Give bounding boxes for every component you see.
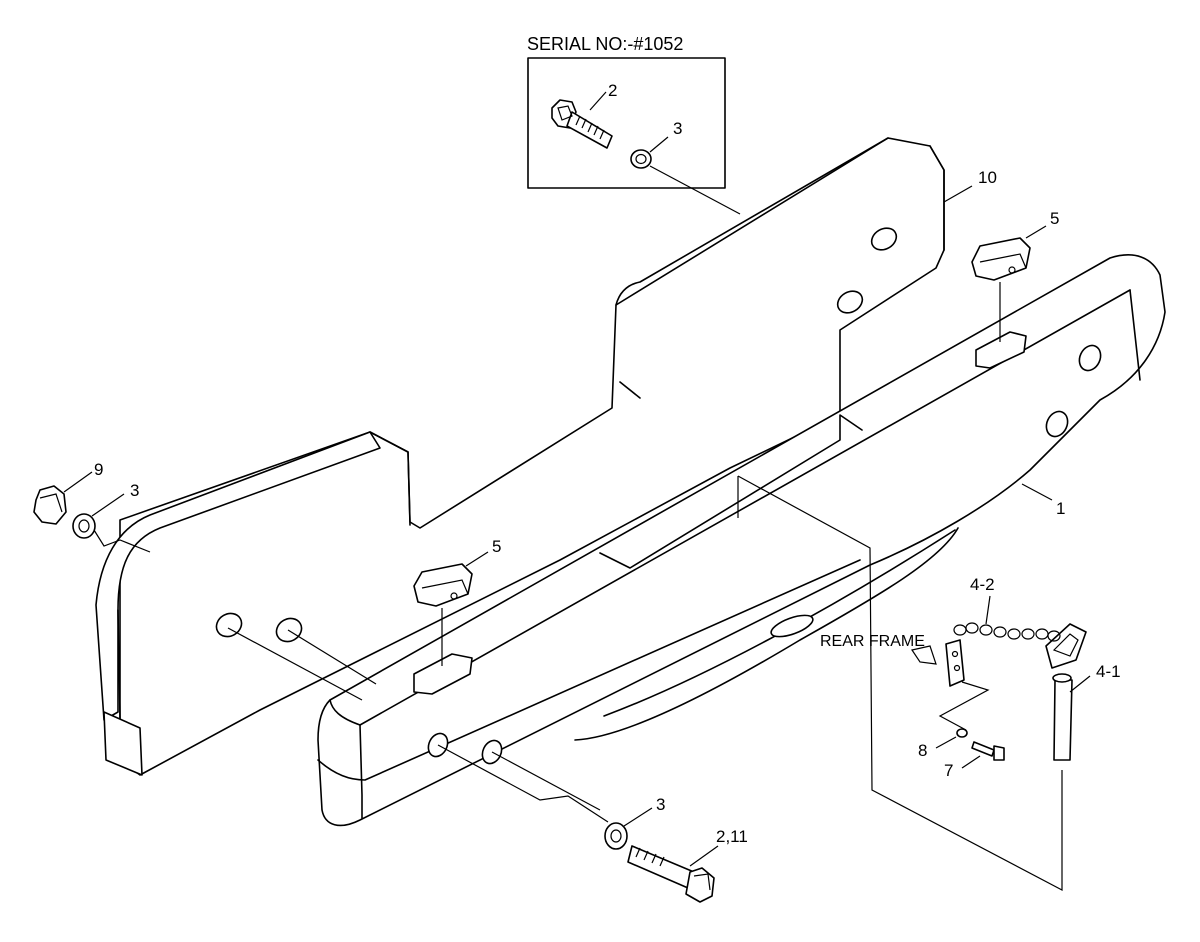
callout-plug-left: 5: [492, 537, 501, 556]
inset-bolt: [551, 99, 613, 149]
callout-bolt-bottom: 2,11: [716, 827, 748, 846]
small-washer: [956, 728, 968, 738]
chain-bracket: [945, 639, 965, 687]
plug-right: [971, 237, 1031, 281]
small-bolt: [971, 741, 1005, 761]
callout-inset-bolt: 2: [608, 81, 617, 100]
callout-small-bolt: 7: [944, 761, 953, 780]
callout-chain: 4-2: [970, 575, 995, 594]
callout-washer-left: 3: [130, 481, 139, 500]
serial-inset-box: [527, 57, 726, 189]
inset-washer: [630, 149, 652, 169]
plug-left: [413, 563, 473, 607]
counterweight: [95, 137, 945, 776]
callout-counterweight: 10: [978, 168, 997, 187]
callout-small-washer: 8: [918, 741, 927, 760]
rear-frame-label: REAR FRAME: [820, 633, 925, 650]
chain: [953, 622, 1061, 642]
callout-nut: 9: [94, 460, 103, 479]
nut: [33, 485, 67, 525]
rear-frame: [317, 254, 1166, 827]
washer-bottom: [604, 822, 628, 850]
callout-washer-bottom: 3: [656, 795, 665, 814]
callout-pin: 4-1: [1096, 662, 1121, 681]
callout-frame: 1: [1056, 499, 1065, 518]
washer-left: [72, 513, 96, 539]
lock-pin: [1045, 623, 1087, 761]
callout-inset-washer: 3: [673, 119, 682, 138]
callout-plug-right: 5: [1050, 209, 1059, 228]
serial-note: SERIAL NO:-#1052: [527, 34, 683, 54]
bolt-bottom: [627, 845, 715, 903]
